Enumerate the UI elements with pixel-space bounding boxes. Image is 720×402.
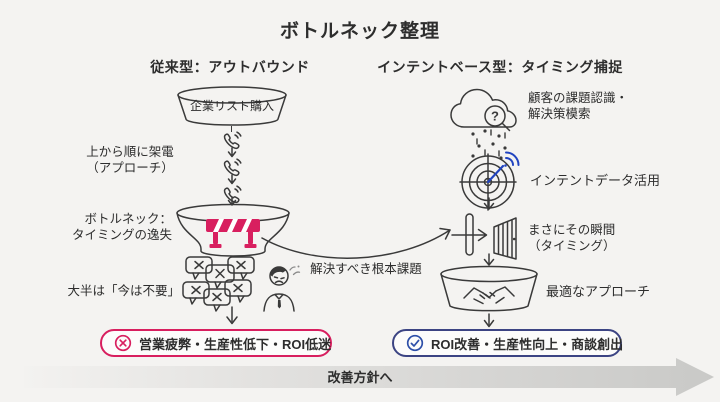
improvement-arrow-label: 改善方針へ bbox=[327, 370, 393, 385]
data-dots-icon bbox=[471, 129, 507, 160]
speech-bubble-x-icon bbox=[224, 279, 252, 303]
down-arrow-icon bbox=[227, 147, 237, 158]
root-issue-label: 解決すべき根本課題 bbox=[310, 262, 422, 276]
radar-icon bbox=[459, 151, 520, 211]
speech-bubble-x-icon bbox=[203, 288, 231, 312]
left-result-text: 営業疲弊・生産性低下・ROI低迷 bbox=[139, 336, 332, 352]
down-arrow-icon bbox=[483, 253, 495, 266]
down-arrow-icon bbox=[483, 197, 495, 210]
down-arrow-icon bbox=[483, 313, 495, 328]
speech-bubble-x-icon bbox=[205, 264, 235, 289]
speech-bubble-x-icon bbox=[182, 281, 210, 305]
phone-icon bbox=[223, 185, 242, 204]
speech-bubble-x-icon bbox=[185, 256, 213, 280]
right-result-badge: ROI改善・生産性向上・商談創出 bbox=[392, 329, 624, 357]
gate-icon bbox=[451, 213, 517, 260]
barrier-icon bbox=[206, 219, 260, 248]
right-column-header: インテントベース型：タイミング捕捉 bbox=[377, 59, 623, 75]
page-title: ボトルネック整理 bbox=[279, 21, 440, 42]
cloud-label: 顧客の課題認識・ 解決策模索 bbox=[528, 91, 629, 122]
right-result-text: ROI改善・生産性向上・商談創出 bbox=[431, 336, 624, 352]
list-bowl-shape bbox=[177, 86, 287, 126]
root-issue-arrow bbox=[261, 227, 451, 259]
question-mark-glyph: ? bbox=[491, 109, 499, 124]
list-purchase-label: 企業リスト購入 bbox=[189, 99, 274, 113]
down-arrow-icon bbox=[227, 174, 237, 185]
intent-data-label: インテントデータ活用 bbox=[530, 173, 661, 188]
frustrated-person-icon bbox=[263, 265, 301, 312]
circled-check-icon bbox=[406, 334, 424, 352]
approach-label: 最適なアプローチ bbox=[546, 284, 651, 299]
call-approach-label: 上から順に架電 （アプローチ） bbox=[86, 145, 174, 176]
bottleneck-label: ボトルネック： タイミングの逸失 bbox=[71, 212, 172, 243]
connector-line bbox=[231, 126, 232, 132]
left-result-badge: 営業疲弊・生産性低下・ROI低迷 bbox=[100, 329, 332, 357]
phone-icon bbox=[223, 158, 242, 177]
left-column-header: 従来型：アウトバウンド bbox=[150, 59, 310, 75]
circled-x-icon bbox=[114, 334, 132, 352]
approach-bowl-shape bbox=[440, 265, 538, 312]
rejection-label: 大半は「今は不要」 bbox=[67, 284, 180, 298]
wifi-signal-icon bbox=[504, 151, 520, 167]
cloud-search-icon: ? bbox=[450, 88, 517, 132]
down-arrow-icon bbox=[226, 306, 238, 325]
moment-label: まさにその瞬間 （タイミング） bbox=[528, 223, 616, 254]
phone-icon bbox=[223, 131, 242, 150]
handshake-icon bbox=[463, 286, 515, 305]
